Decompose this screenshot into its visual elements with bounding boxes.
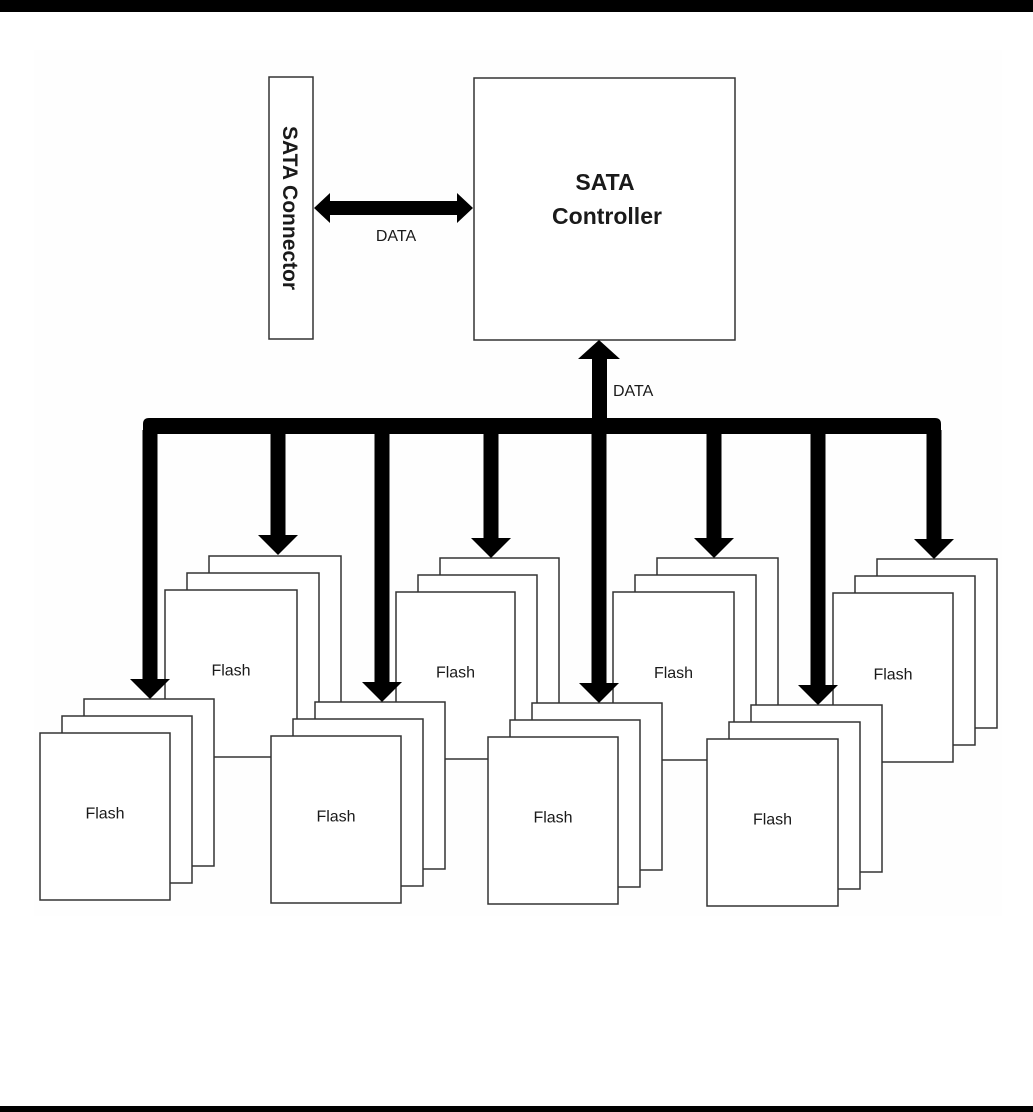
flash-stack-front: Flash [487,702,663,905]
connector-controller-data-link: DATA [314,193,473,245]
sata-connector: SATA Connector [268,76,314,340]
down-arrow-icon [798,430,838,705]
flash-label: Flash [436,665,475,682]
data-label-vertical: DATA [613,383,654,400]
flash-label: Flash [654,665,693,682]
flash-label: Flash [211,663,250,680]
down-arrow-icon [694,430,734,558]
sata-controller-label-line1: SATA [575,169,634,195]
down-arrow-icon [362,430,402,702]
bus-controller-data-link: DATA [578,340,654,420]
flash-label: Flash [85,806,124,823]
flash-label: Flash [316,809,355,826]
sata-controller-box [473,77,736,341]
down-arrow-icon [579,430,619,703]
flash-stack-front: Flash [706,704,883,907]
down-arrow-icon [914,430,954,559]
down-arrow-icon [258,430,298,555]
bottom-border-bar [0,1106,1033,1112]
down-arrow-icon [471,430,511,558]
flash-stack-front: Flash [39,698,215,901]
flash-label: Flash [753,812,792,829]
bidirectional-arrow-icon [314,193,473,223]
flash-chip-card [487,736,619,905]
sata-connector-box [268,76,314,340]
data-bus [143,418,941,434]
flash-label: Flash [873,667,912,684]
flash-label: Flash [533,810,572,827]
flash-stack-front: Flash [270,701,446,904]
sata-connector-label: SATA Connector [278,126,301,290]
data-label-horizontal: DATA [376,228,417,245]
sata-controller-label-line2: Controller [552,203,662,229]
up-arrow-icon [578,340,620,420]
down-arrow-icon [130,430,170,699]
flash-chip-card [39,732,171,901]
sata-controller: SATA Controller [473,77,736,341]
flash-chip-card [706,738,839,907]
bus-drops [130,430,954,705]
flash-chip-card [270,735,402,904]
top-border-bar [0,0,1033,12]
